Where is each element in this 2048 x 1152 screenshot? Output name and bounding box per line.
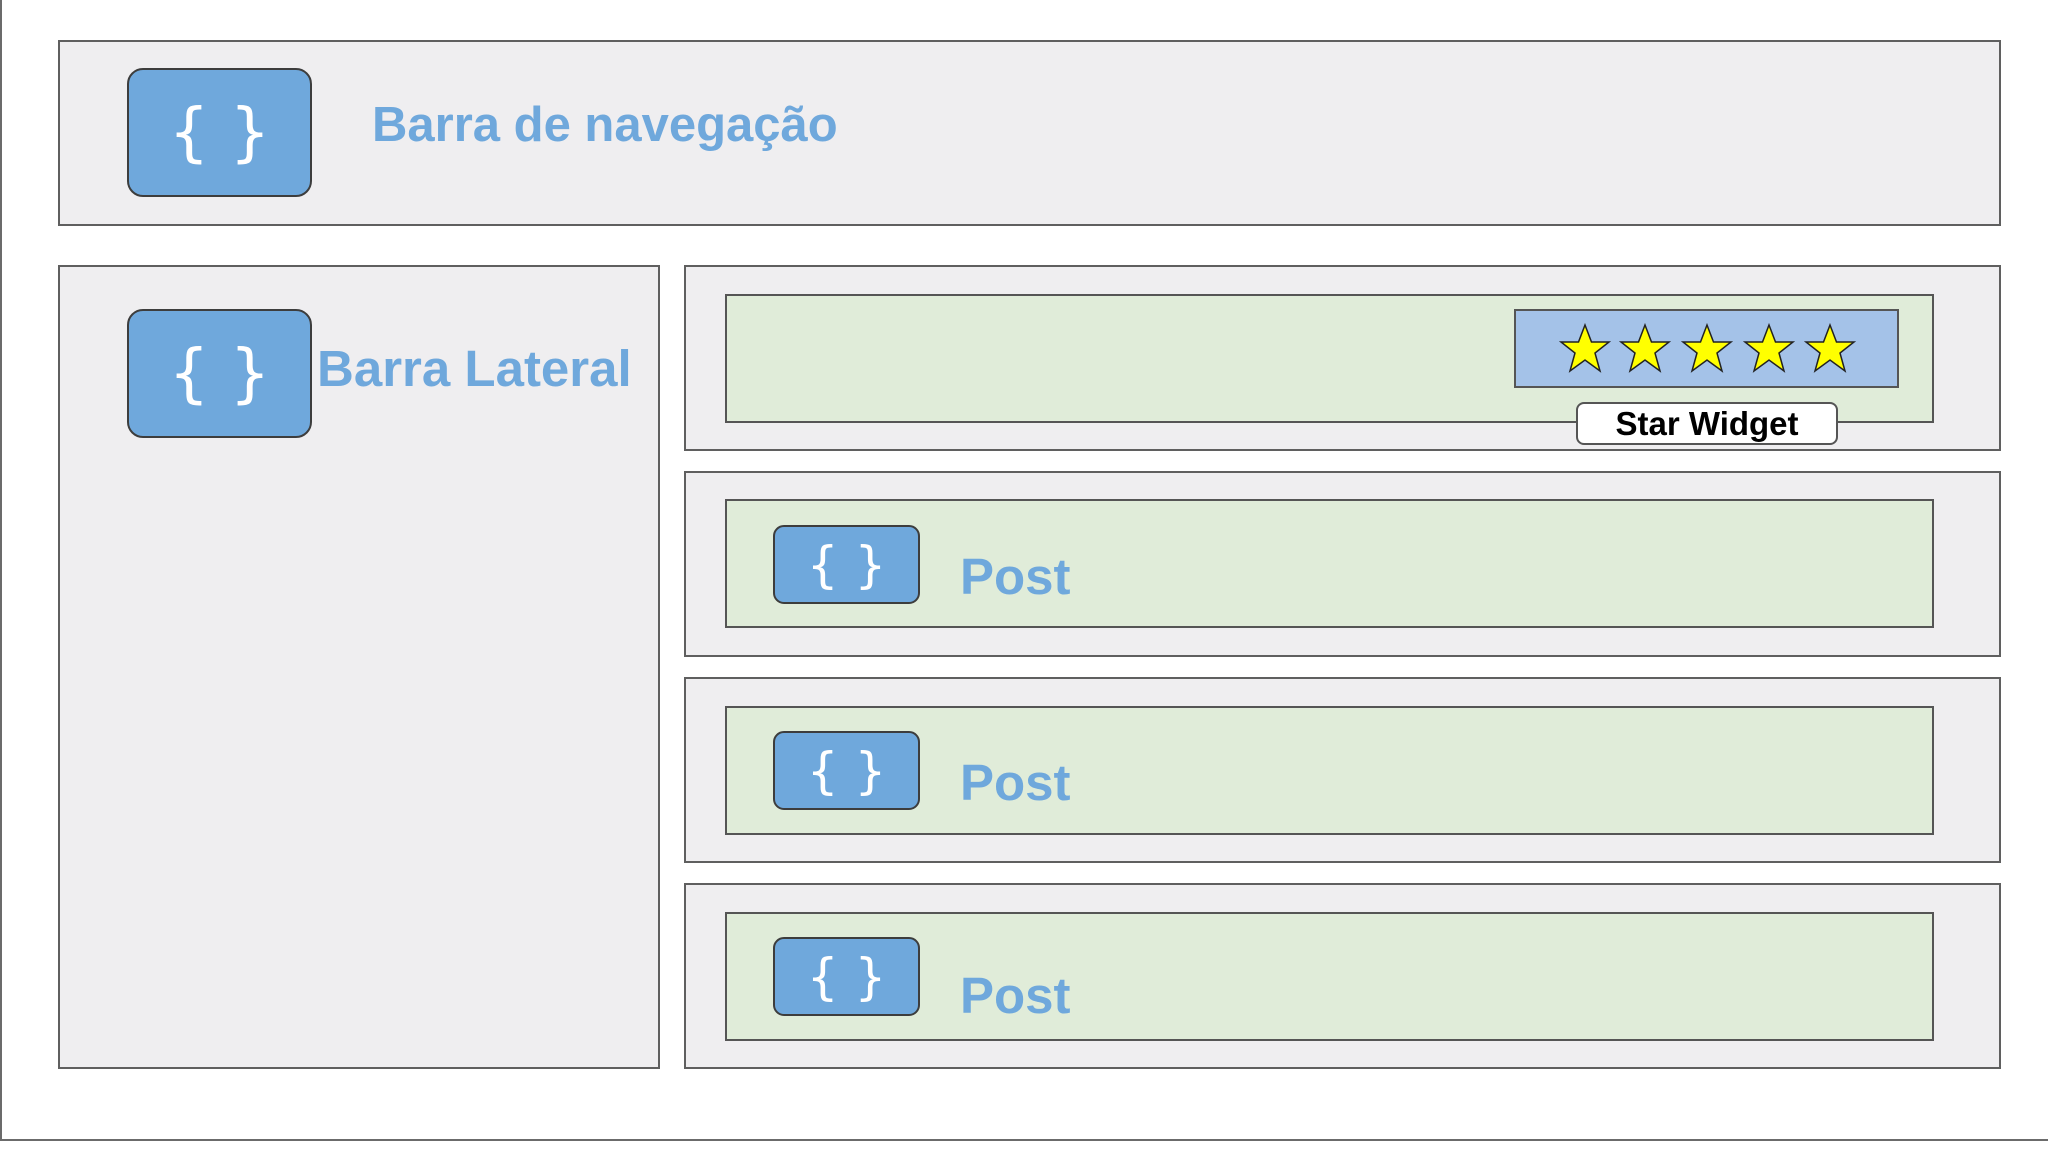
post-label: Post: [960, 967, 1071, 1024]
star-icon[interactable]: [1559, 323, 1611, 375]
star-icon[interactable]: [1681, 323, 1733, 375]
post-card: [725, 499, 1934, 628]
star-icon[interactable]: [1619, 323, 1671, 375]
star-rating[interactable]: [1514, 309, 1899, 388]
star-widget-caption: Star Widget: [1576, 402, 1838, 445]
sidebar-label: Barra Lateral: [317, 340, 632, 397]
post-label: Post: [960, 754, 1071, 811]
navbar: [58, 40, 2001, 226]
post-label: Post: [960, 548, 1071, 605]
navbar-label: Barra de navegação: [372, 98, 838, 152]
post-component-icon: { }: [773, 937, 920, 1016]
post-card: [725, 912, 1934, 1041]
post-component-icon: { }: [773, 525, 920, 604]
star-icon[interactable]: [1743, 323, 1795, 375]
post-card: [725, 706, 1934, 835]
sidebar-component-icon: { }: [127, 309, 312, 438]
star-icon[interactable]: [1804, 323, 1856, 375]
post-component-icon: { }: [773, 731, 920, 810]
navbar-component-icon: { }: [127, 68, 312, 197]
